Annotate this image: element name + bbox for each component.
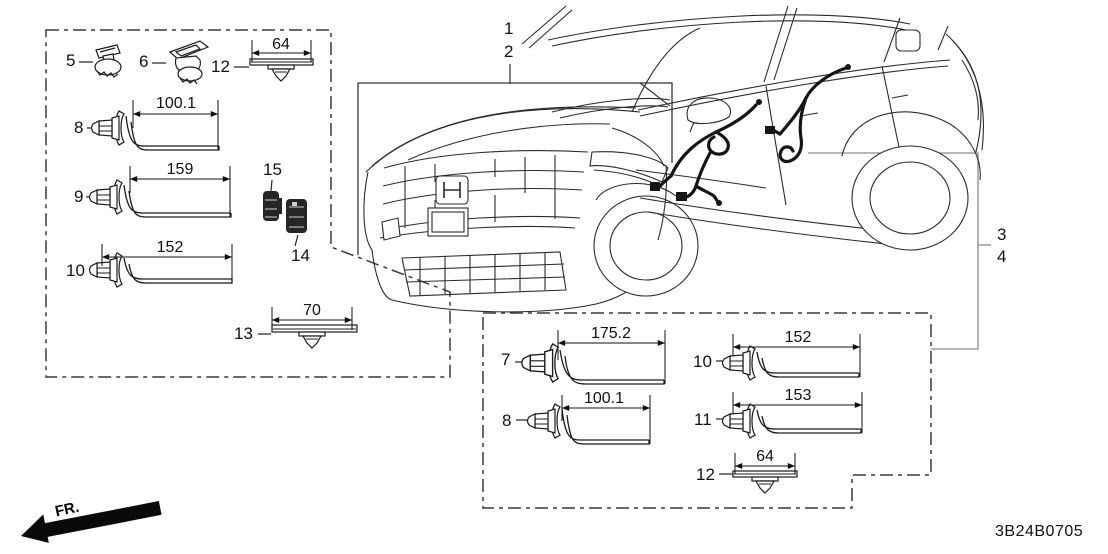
dim-70: [271, 307, 353, 330]
callout-4[interactable]: 4: [997, 247, 1007, 266]
dim-label-152-left: 152: [156, 239, 184, 256]
dim-64-left: [251, 40, 312, 62]
dim-label-64-left: 64: [272, 36, 290, 53]
callout-12-bottom[interactable]: 12: [696, 465, 715, 484]
callout-7[interactable]: 7: [501, 350, 511, 369]
dim-label-175-2: 175.2: [590, 325, 632, 342]
dim-label-64-bottom: 64: [756, 448, 774, 465]
callout-9[interactable]: 9: [74, 187, 84, 206]
part-5-clip: [94, 44, 122, 78]
dim-label-159: 159: [166, 161, 194, 178]
front-direction-arrow: [21, 501, 162, 543]
part-8-left-clip: [90, 110, 220, 151]
callout-12-left[interactable]: 12: [211, 57, 230, 76]
dim-label-100-1-bottom: 100.1: [583, 390, 625, 407]
dim-64-bottom: [734, 453, 796, 474]
dim-label-153: 153: [784, 387, 812, 404]
callout-15[interactable]: 15: [263, 160, 282, 179]
dim-100-1-bottom: [561, 395, 651, 444]
rear-door-harness: [765, 64, 851, 164]
dim-100-1-left: [132, 100, 219, 150]
car-front-view: [363, 82, 699, 313]
part-11-bottom-clip: [721, 403, 862, 439]
dim-152-bottom: [732, 334, 861, 377]
callout-11[interactable]: 11: [694, 410, 712, 429]
part-15-connector: [263, 191, 282, 221]
dim-153: [732, 392, 863, 433]
callout-8-left[interactable]: 8: [74, 118, 84, 137]
part-12-bottom-clip: [732, 470, 798, 494]
bottom-parts-box: [482, 312, 932, 509]
callout-6[interactable]: 6: [139, 52, 149, 71]
dim-label-70: 70: [303, 302, 321, 319]
part-14-connector: [286, 199, 307, 233]
left-parts-box: [45, 29, 451, 378]
part-10-bottom-clip: [721, 345, 860, 381]
part-12-left-clip: [249, 58, 314, 82]
callout-10-bottom[interactable]: 10: [693, 352, 712, 371]
dim-152-left: [101, 244, 233, 283]
part-8-bottom-clip: [526, 403, 650, 445]
dim-175-2: [557, 330, 666, 384]
callout-3[interactable]: 3: [997, 225, 1007, 244]
part-6-clip: [168, 40, 210, 85]
part-7-clip: [521, 343, 665, 385]
car-side-view: [521, 5, 984, 251]
callout-14[interactable]: 14: [291, 246, 310, 265]
dim-label-100-1-left: 100.1: [155, 95, 197, 112]
dim-159: [129, 166, 231, 217]
diagram-code: 3B24B0705: [995, 523, 1084, 540]
callout-2[interactable]: 2: [504, 42, 514, 61]
part-13-clip: [271, 324, 358, 349]
callout-1[interactable]: 1: [504, 19, 514, 38]
part-9-clip: [88, 179, 232, 218]
part-10-left-clip: [88, 252, 233, 288]
callout-5[interactable]: 5: [66, 51, 76, 70]
callout-8-bottom[interactable]: 8: [502, 411, 512, 430]
front-view-box: [357, 64, 673, 255]
dim-label-152-bottom: 152: [784, 329, 812, 346]
callout-13[interactable]: 13: [234, 324, 253, 343]
front-door-harness: [650, 99, 762, 206]
callout-10-left[interactable]: 10: [66, 261, 85, 280]
